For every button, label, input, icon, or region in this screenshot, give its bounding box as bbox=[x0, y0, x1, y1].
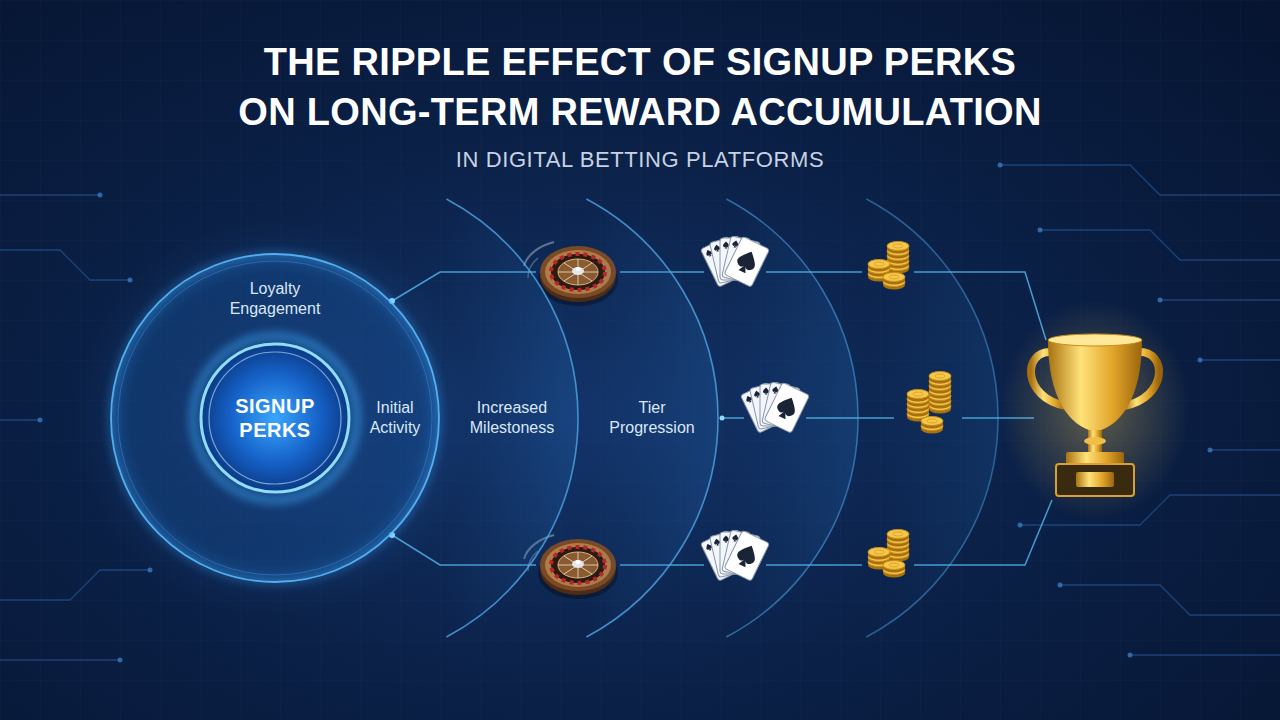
stage-label: Tier Progression bbox=[602, 398, 702, 438]
text-holder: Loyalty Engagement bbox=[225, 279, 325, 319]
core-glow bbox=[75, 218, 475, 618]
text-holder: Increased Milestoness bbox=[457, 398, 567, 438]
title: THE RIPPLE EFFECT OF SIGNUP PERKS ON LON… bbox=[238, 37, 1042, 137]
stage-label: Loyalty Engagement bbox=[225, 279, 325, 319]
stage-label: Increased Milestoness bbox=[457, 398, 567, 438]
trophy bbox=[1000, 300, 1190, 520]
ripple-band-outline bbox=[82, 170, 578, 666]
ripple-band: Tier Progression bbox=[222, 170, 718, 666]
title-holder: THE RIPPLE EFFECT OF SIGNUP PERKS ON LON… bbox=[0, 37, 1280, 137]
text-holder: SIGNUP PERKS bbox=[220, 394, 330, 442]
core-label: SIGNUP PERKS bbox=[220, 394, 330, 442]
text-holder: Tier Progression bbox=[602, 398, 702, 438]
core-circle-outline bbox=[200, 343, 350, 493]
ripple-band: Increased Milestoness bbox=[82, 170, 578, 666]
circuit-traces bbox=[0, 165, 1280, 660]
outer-ripples bbox=[726, 199, 998, 637]
label-holder: IN DIGITAL BETTING PLATFORMS bbox=[0, 147, 1280, 173]
circuit-dots bbox=[38, 163, 1213, 663]
ripple-band-outline bbox=[222, 170, 718, 666]
subtitle: IN DIGITAL BETTING PLATFORMS bbox=[456, 147, 824, 173]
ripple-ring: Loyalty EngagementInitial Activity SIGNUP… bbox=[110, 253, 440, 583]
text-holder: Initial Activity bbox=[359, 398, 431, 438]
core-circle: SIGNUP PERKS bbox=[200, 343, 350, 493]
coin-stacks bbox=[868, 242, 951, 578]
stage-label: Initial Activity bbox=[359, 398, 431, 438]
